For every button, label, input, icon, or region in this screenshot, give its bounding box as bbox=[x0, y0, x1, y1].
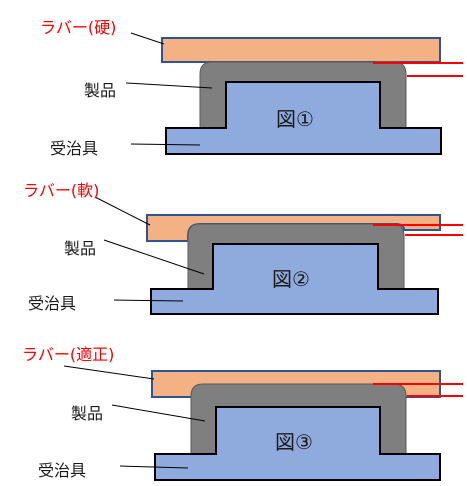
rubber-leader bbox=[130, 32, 165, 45]
rubber-leader bbox=[63, 365, 155, 380]
figure-label: 図① bbox=[276, 107, 314, 131]
panel-1: ラバー(硬) 製品 受治具 図① bbox=[40, 18, 463, 158]
figure-label: 図③ bbox=[275, 430, 313, 454]
product-label: 製品 bbox=[71, 404, 103, 423]
fixture-leader bbox=[119, 465, 189, 469]
rubber-label: ラバー(軟) bbox=[23, 181, 99, 200]
fixture-leader bbox=[113, 299, 184, 302]
fixture-label: 受治具 bbox=[38, 461, 86, 480]
rubber-plate bbox=[161, 37, 441, 63]
product-leader bbox=[125, 82, 213, 89]
panel-3: ラバー(適正) 製品 受治具 図③ bbox=[22, 345, 463, 481]
fixture-leader bbox=[130, 143, 201, 146]
fixture bbox=[154, 406, 441, 481]
rubber-label: ラバー(硬) bbox=[40, 18, 116, 37]
fixture bbox=[165, 81, 442, 155]
fixture bbox=[150, 243, 439, 315]
product-label: 製品 bbox=[64, 239, 96, 258]
fixture-label: 受治具 bbox=[50, 139, 98, 158]
product-leader bbox=[111, 404, 206, 422]
product-leader bbox=[103, 239, 205, 275]
rubber-label: ラバー(適正) bbox=[22, 345, 114, 364]
fixture-label: 受治具 bbox=[28, 294, 76, 313]
panel-2: ラバー(軟) 製品 受治具 図② bbox=[23, 181, 463, 315]
product-label: 製品 bbox=[84, 81, 116, 100]
rubber-leader bbox=[94, 196, 151, 226]
figure-label: 図② bbox=[272, 267, 310, 291]
